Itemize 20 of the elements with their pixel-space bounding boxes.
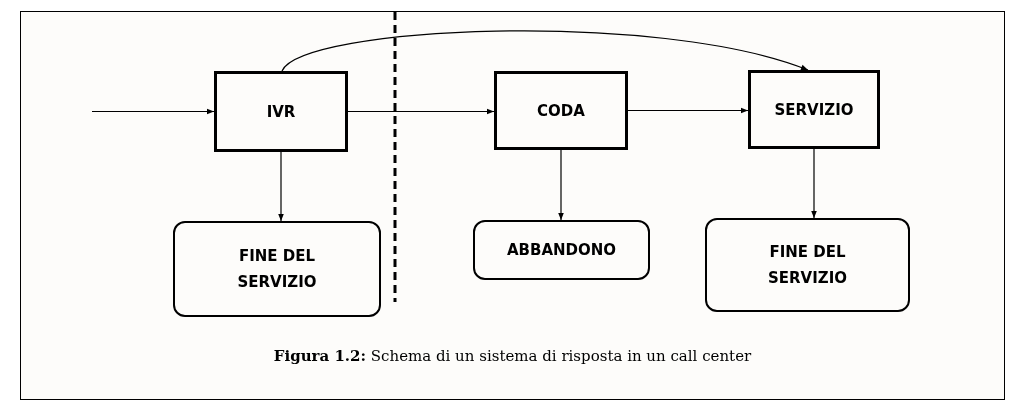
arrow (278, 151, 284, 222)
terminal-box (705, 218, 910, 312)
process-box (214, 71, 348, 152)
process-box (494, 71, 628, 150)
node-label: FINE DEL SERVIZIO (768, 242, 847, 289)
node-label: SERVIZIO (774, 99, 854, 121)
arrow (281, 30, 809, 72)
caption: Figura 1.2: Schema di un sistema di risposta in un call center (273, 346, 752, 367)
node-label: ABBANDONO (506, 240, 617, 261)
arrow (91, 108, 215, 115)
arrow (811, 148, 817, 219)
node-label: FINE DEL SERVIZIO (237, 246, 317, 293)
process-box (748, 70, 880, 149)
arrow (347, 108, 495, 115)
arrow (627, 107, 749, 114)
node-label: CODA (537, 100, 585, 122)
node-label: IVR (266, 101, 296, 123)
terminal-box (473, 220, 650, 280)
arrow (558, 149, 564, 221)
terminal-box (173, 221, 381, 317)
